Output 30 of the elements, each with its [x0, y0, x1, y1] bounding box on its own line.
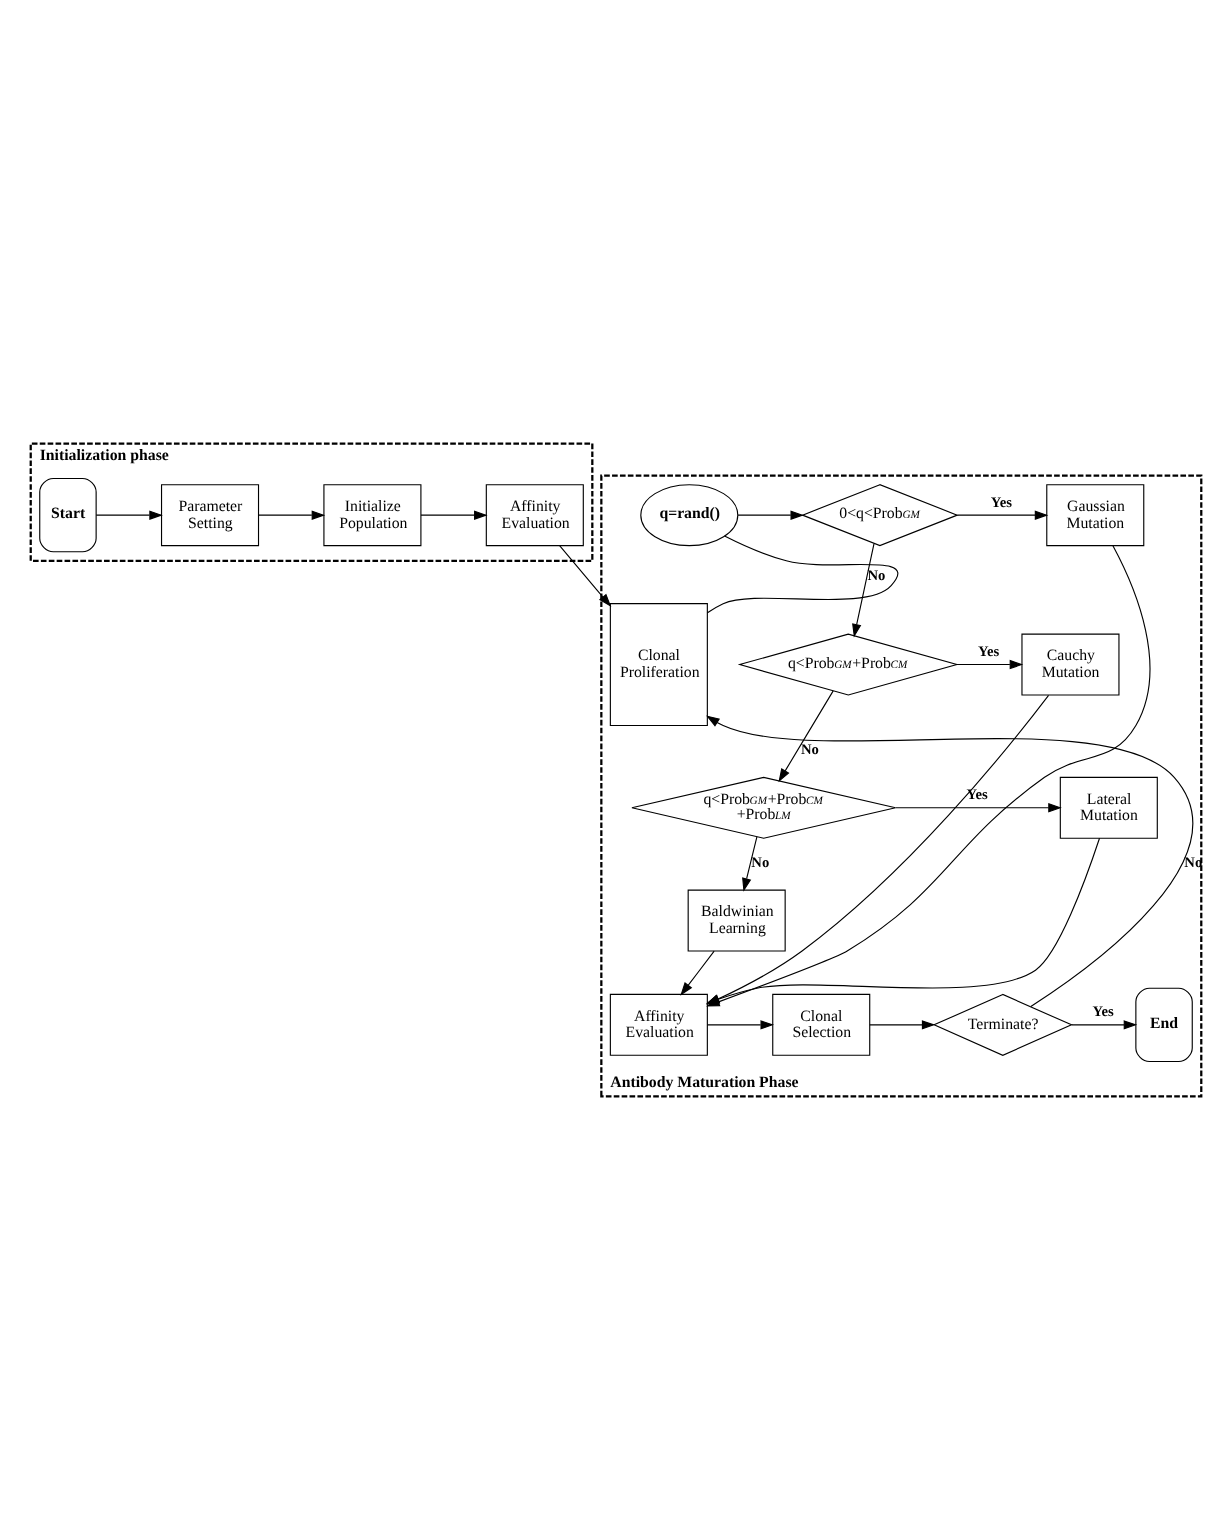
arrow	[420, 509, 488, 519]
node-box: End	[1135, 986, 1193, 1062]
arrow	[737, 509, 805, 519]
node-ellipse: q=rand()	[640, 483, 739, 546]
node-box: Baldwinian Learning	[687, 888, 786, 951]
arrow	[258, 509, 326, 519]
node-box: Start	[39, 476, 97, 552]
arrow	[852, 542, 875, 637]
node-box: Clonal Selection	[772, 992, 871, 1055]
node-box: Clonal Proliferation	[609, 602, 708, 726]
arrow	[778, 689, 834, 782]
arrow	[956, 658, 1024, 669]
arrow	[895, 802, 1062, 812]
arrow	[680, 949, 715, 995]
arrow	[742, 835, 758, 891]
node-box: Lateral Mutation	[1059, 775, 1158, 838]
node-box: Gaussian Mutation	[1046, 483, 1145, 546]
node-box: Initialize Population	[323, 483, 422, 546]
arrow	[869, 1019, 936, 1029]
arrow	[706, 1019, 774, 1029]
node-box: Parameter Setting	[160, 483, 260, 546]
arrow	[559, 544, 612, 607]
arrow	[956, 509, 1049, 519]
node-diamond: Terminate?	[932, 992, 1073, 1055]
arrow	[1071, 1019, 1138, 1029]
node-box: Cauchy Mutation	[1021, 632, 1120, 695]
connector	[706, 534, 899, 613]
arrow	[95, 509, 163, 519]
node-box: Affinity Evaluation	[609, 992, 708, 1055]
node-box: Affinity Evaluation	[485, 483, 584, 546]
